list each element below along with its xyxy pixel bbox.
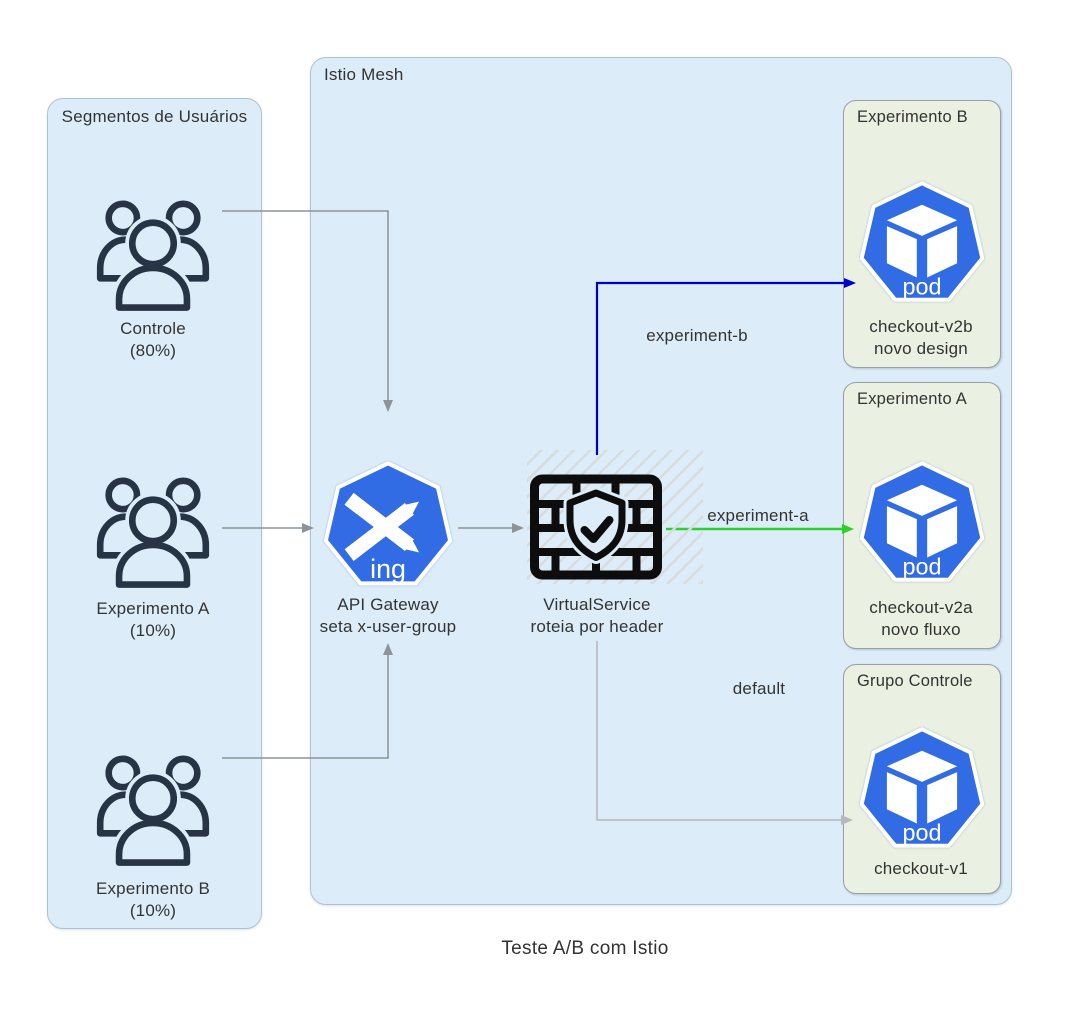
ingress-gateway-icon: ing bbox=[323, 461, 453, 586]
target-panel-experiment-b-title: Experimento B bbox=[857, 108, 968, 126]
pod-checkout-v1-label: checkout-v1 bbox=[874, 859, 968, 878]
group-experimento-a-label: Experimento A (10%) bbox=[96, 599, 210, 640]
gateway-label: API Gateway seta x-user-group bbox=[319, 595, 457, 636]
pod-icon-text: pod bbox=[902, 819, 941, 845]
pod-icon: pod bbox=[859, 181, 985, 302]
route-label-experiment-a: experiment-a bbox=[707, 506, 809, 525]
users-icon bbox=[96, 200, 210, 315]
route-label-experiment-b: experiment-b bbox=[646, 326, 748, 345]
pod-checkout-v2a-label: checkout-v2a novo fluxo bbox=[869, 598, 973, 639]
users-icon bbox=[96, 477, 210, 592]
diagram-caption: Teste A/B com Istio bbox=[501, 938, 669, 959]
pod-icon-text: pod bbox=[902, 273, 941, 299]
route-label-default: default bbox=[732, 679, 786, 698]
target-panel-grupo-controle-title: Grupo Controle bbox=[857, 672, 973, 690]
group-controle-label: Controle (80%) bbox=[120, 319, 186, 360]
users-icon bbox=[96, 755, 210, 870]
group-experimento-b-label: Experimento B (10%) bbox=[95, 879, 211, 920]
pod-icon: pod bbox=[859, 461, 985, 582]
virtualservice-firewall-icon bbox=[530, 474, 662, 580]
target-panel-experiment-a-title: Experimento A bbox=[857, 390, 967, 408]
user-segments-title: Segmentos de Usuários bbox=[61, 107, 248, 126]
ingress-icon-text: ing bbox=[370, 554, 406, 584]
pod-checkout-v2b-label: checkout-v2b novo design bbox=[869, 317, 973, 358]
pod-icon-text: pod bbox=[902, 553, 941, 579]
istio-mesh-title: Istio Mesh bbox=[324, 65, 404, 84]
pod-icon: pod bbox=[859, 727, 985, 848]
virtualservice-label: VirtualService roteia por header bbox=[530, 595, 664, 636]
